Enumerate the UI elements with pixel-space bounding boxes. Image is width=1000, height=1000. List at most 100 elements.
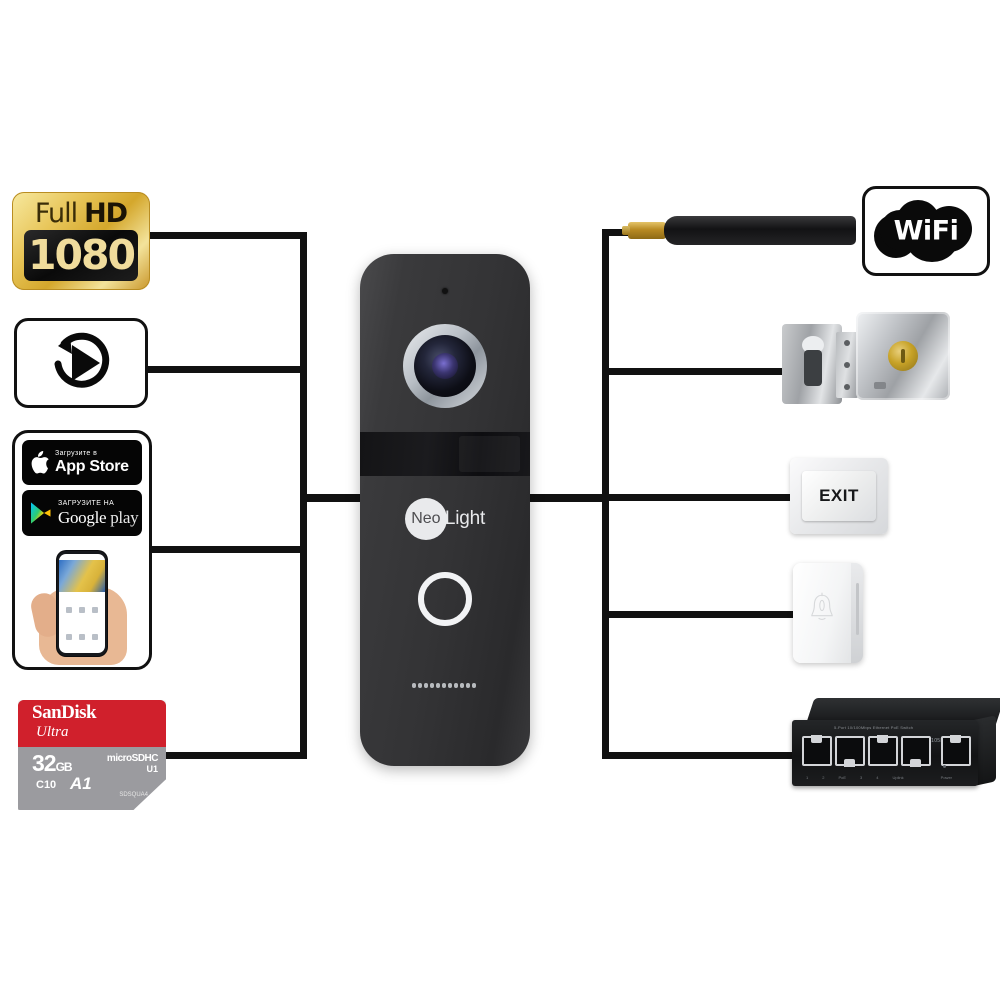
wire-right-branch-lock xyxy=(602,368,788,375)
microsd-card: SanDisk Ultra 32GB microSDHC U1 C10 A1 S… xyxy=(18,700,166,810)
app-button-grid xyxy=(63,597,101,649)
electric-lock xyxy=(782,308,950,408)
microsd-class10: C10 xyxy=(36,779,57,791)
grille-dot xyxy=(472,683,476,688)
smartphone-screen xyxy=(59,553,105,653)
lock-cylinder xyxy=(888,341,918,371)
antenna-body xyxy=(664,216,856,245)
phone-preview xyxy=(19,541,145,667)
mobile-apps-card: Загрузите в App Store ЗАГРУЗИТЕ НА Googl… xyxy=(12,430,152,670)
google-play-word-light: play xyxy=(106,508,139,528)
ethernet-port[interactable] xyxy=(868,735,898,766)
app-video-preview xyxy=(59,559,105,592)
apple-logo-icon xyxy=(31,451,49,474)
loop-recording-badge xyxy=(14,318,148,408)
chime-vent-slot xyxy=(856,583,859,635)
port-number: 4 xyxy=(876,775,879,780)
wifi-label-fi: Fi xyxy=(931,215,959,247)
power-label: Power xyxy=(940,775,952,780)
google-play-word: Google xyxy=(58,508,107,528)
grille-dot xyxy=(442,683,446,688)
app-store-text: Загрузите в App Store xyxy=(55,450,129,475)
google-play-badge[interactable]: ЗАГРУЗИТЕ НА Google play xyxy=(22,490,142,536)
microsd-part-number: SDSQUA4 xyxy=(119,792,148,798)
strike-cap xyxy=(802,336,824,354)
uplink-port[interactable] xyxy=(941,735,971,766)
screw-hole xyxy=(844,362,850,368)
switch-port-labels: 1 2 PoE 3 4 Uplink xyxy=(806,775,956,780)
microsd-format-logos: microSDHC U1 xyxy=(107,753,159,774)
ethernet-port[interactable] xyxy=(802,735,832,766)
doorbell-panel[interactable]: Neo Light xyxy=(360,254,530,766)
sma-gold-connector xyxy=(622,222,666,239)
switch-model-print: S105P xyxy=(927,738,944,744)
app-store-badge[interactable]: Загрузите в App Store xyxy=(22,440,142,486)
exit-button[interactable]: EXIT xyxy=(790,458,888,534)
grille-dot xyxy=(424,683,428,688)
app-icon-dot xyxy=(92,607,99,613)
loop-record-play-icon xyxy=(54,332,110,388)
microsd-speed-class: U1 xyxy=(146,763,158,774)
microsd-body: SanDisk Ultra 32GB microSDHC U1 C10 A1 S… xyxy=(18,700,166,810)
microsd-capacity: 32GB xyxy=(32,750,73,777)
uplink-label: Uplink xyxy=(892,775,904,780)
screw-hole xyxy=(844,384,850,390)
microsd-brand: SanDisk xyxy=(32,702,97,723)
lock-body xyxy=(856,312,950,400)
wire-left-branch-sdcard xyxy=(146,752,304,759)
exit-button-label: EXIT xyxy=(819,486,859,505)
wire-left-branch-playback xyxy=(146,366,304,373)
google-play-small-label: ЗАГРУЗИТЕ НА xyxy=(58,500,115,508)
full-hd-resolution-box: 1080 xyxy=(24,230,138,281)
microsd-capacity-unit: GB xyxy=(55,760,73,774)
switch-title-print: 5-Port 10/100Mbps Ethernet PoE Switch xyxy=(834,725,914,730)
wifi-label: WiFi xyxy=(874,216,978,247)
cloud-blob xyxy=(880,210,970,250)
brand-logo-light: Light xyxy=(444,508,486,529)
app-store-small-label: Загрузите в xyxy=(55,450,98,458)
app-store-big-label: App Store xyxy=(55,458,129,476)
switch-front-face: 5-Port 10/100Mbps Ethernet PoE Switch S1… xyxy=(792,720,978,786)
app-icon-dot xyxy=(65,633,72,640)
wifi-badge: WiFi xyxy=(862,186,990,276)
full-hd-full-label: Full xyxy=(34,197,78,229)
grille-dot xyxy=(466,683,470,688)
lock-strike-plate xyxy=(782,324,842,404)
app-grid-cell xyxy=(89,624,101,649)
wire-left-branch-fullhd xyxy=(146,232,304,239)
app-grid-cell xyxy=(63,597,75,623)
wire-right-branch-chime xyxy=(602,611,796,618)
port-number: 1 xyxy=(806,775,809,780)
wifi-cloud-shape: WiFi xyxy=(874,200,978,262)
wireless-chime[interactable] xyxy=(793,563,863,663)
port-number: 3 xyxy=(860,775,863,780)
poe-switch: 5-Port 10/100Mbps Ethernet PoE Switch S1… xyxy=(792,698,1000,790)
grille-dot xyxy=(454,683,458,688)
camera-lens-ring xyxy=(403,324,487,408)
app-icon-dot xyxy=(65,607,72,613)
wifi-antenna xyxy=(622,214,858,248)
wire-right-branch-exit xyxy=(602,494,792,501)
ethernet-port[interactable] xyxy=(901,736,931,767)
app-icon-dot xyxy=(78,633,85,640)
brand-logo: Neo Light xyxy=(360,498,530,540)
grille-dot xyxy=(448,683,452,688)
smartphone-body xyxy=(57,550,107,656)
google-play-big-label: Google play xyxy=(58,508,139,528)
grille-dot xyxy=(430,683,434,688)
grille-dot xyxy=(412,683,416,688)
switch-port-row xyxy=(802,735,971,767)
full-hd-top-row: Full HD xyxy=(12,196,150,230)
app-grid-cell xyxy=(63,624,75,649)
microsd-series: Ultra xyxy=(36,724,69,740)
grille-dot xyxy=(460,683,464,688)
exit-button-face[interactable]: EXIT xyxy=(802,471,876,521)
call-button[interactable] xyxy=(418,572,472,626)
lock-faceplate xyxy=(836,332,858,398)
wire-left-branch-apps xyxy=(146,546,304,553)
app-grid-cell xyxy=(76,597,88,623)
ethernet-port[interactable] xyxy=(835,736,865,767)
grille-dot xyxy=(436,683,440,688)
poe-label: PoE xyxy=(838,775,847,780)
microphone-hole-icon xyxy=(442,288,448,294)
